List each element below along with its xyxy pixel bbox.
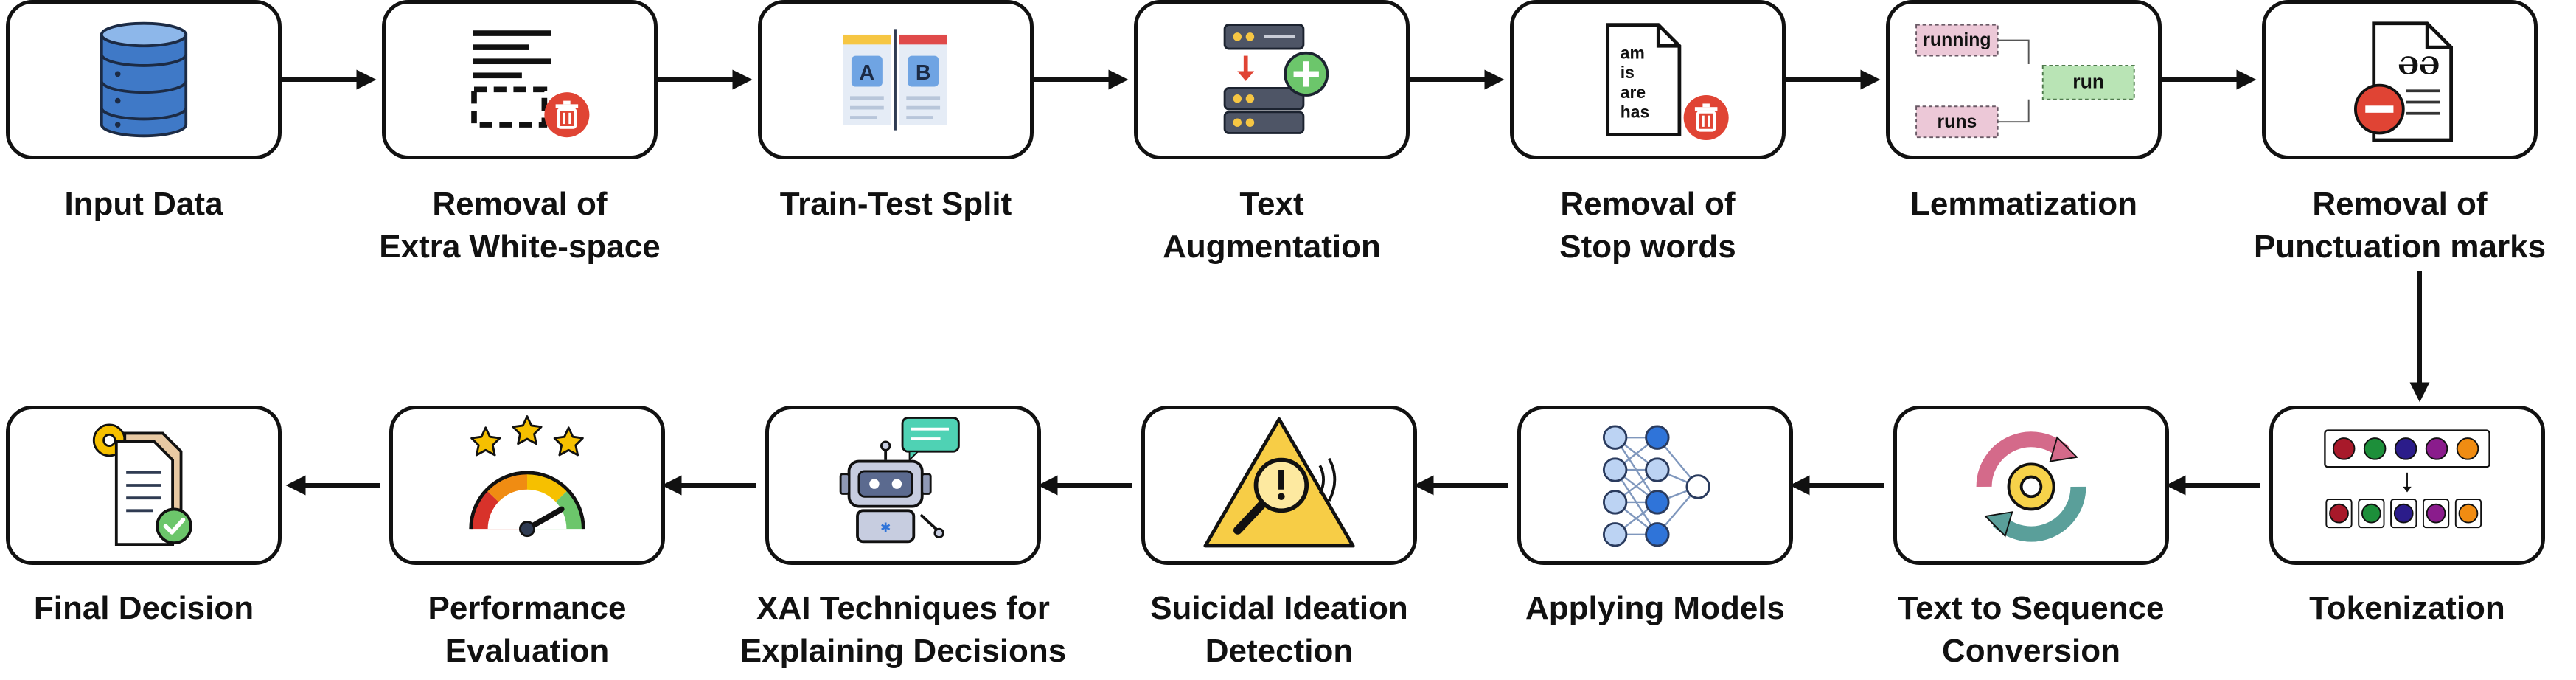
conversion-cycle-icon <box>1976 431 2086 542</box>
step-evaluation <box>389 406 665 565</box>
neural-network-icon <box>1602 425 1710 547</box>
split-label-a: A <box>860 61 875 85</box>
trash-icon <box>544 92 590 138</box>
punctuation-remove-icon: ƏƏ <box>2354 21 2454 142</box>
tokenization-icon <box>2324 429 2490 529</box>
label-detection: Suicidal Ideation Detection <box>1150 590 1408 669</box>
step-input-data <box>6 0 282 159</box>
split-ab-icon: A B <box>843 29 947 131</box>
split-label-b: B <box>916 61 931 85</box>
robot-chat-icon: ✱ <box>839 417 960 544</box>
lemma-run: run <box>2072 70 2104 92</box>
step-whitespace <box>382 0 658 159</box>
stopword-are: are <box>1621 83 1646 102</box>
step-stopwords: am is are has <box>1510 0 1786 159</box>
step-split: A B <box>758 0 1034 159</box>
step-tokenization <box>2269 406 2545 565</box>
label-augmentation: Text Augmentation <box>1163 186 1381 265</box>
trash-icon <box>1683 94 1729 141</box>
label-sequence: Text to Sequence Conversion <box>1898 590 2165 669</box>
step-xai: ✱ <box>765 406 1041 565</box>
gauge-stars-icon <box>469 415 585 538</box>
stopword-has: has <box>1621 103 1649 122</box>
label-models: Applying Models <box>1525 590 1785 626</box>
step-detection <box>1141 406 1417 565</box>
whitespace-icon <box>471 30 590 138</box>
label-decision: Final Decision <box>33 590 254 626</box>
lemmatization-icon: running runs run <box>1915 24 2135 139</box>
step-punctuation: ƏƏ <box>2262 0 2538 159</box>
step-augmentation <box>1134 0 1410 159</box>
lemma-runs: runs <box>1938 112 1977 132</box>
label-split: Train-Test Split <box>779 186 1012 222</box>
warning-search-icon <box>1203 417 1355 548</box>
svg-text:✱: ✱ <box>880 521 891 535</box>
step-decision <box>6 406 282 565</box>
stopword-am: am <box>1621 43 1645 62</box>
label-xai: XAI Techniques for Explaining Decisions <box>739 590 1067 669</box>
step-sequence <box>1893 406 2169 565</box>
lemma-running: running <box>1923 30 1991 50</box>
document-stopwords-icon: am is are has <box>1606 23 1729 141</box>
label-punctuation: Removal of Punctuation marks <box>2253 186 2547 265</box>
label-input-data: Input Data <box>64 186 223 222</box>
server-add-icon <box>1223 24 1329 134</box>
quote-marks: ƏƏ <box>2398 52 2440 80</box>
step-models <box>1517 406 1793 565</box>
document-check-icon <box>92 423 192 547</box>
label-whitespace: Removal of Extra White-space <box>379 186 661 265</box>
label-tokenization: Tokenization <box>2309 590 2505 626</box>
label-stopwords: Removal of Stop words <box>1559 186 1736 265</box>
database-icon <box>100 21 188 138</box>
step-lemmatization: running runs run <box>1886 0 2162 159</box>
stopword-is: is <box>1621 63 1635 82</box>
label-lemmatization: Lemmatization <box>1910 186 2138 222</box>
label-evaluation: Performance Evaluation <box>428 590 627 669</box>
